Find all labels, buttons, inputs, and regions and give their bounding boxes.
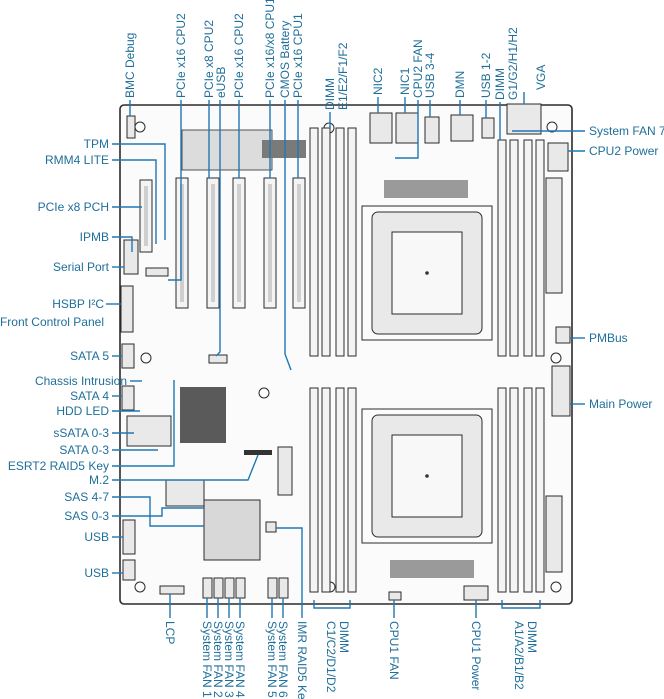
pcie-slots (139, 129, 306, 309)
label-usb-3-4: USB 3-4 (423, 52, 437, 98)
label-m2: M.2 (89, 473, 109, 487)
left-headers (120, 115, 228, 595)
chipset-area (165, 387, 293, 561)
label-dimm-g-slots: G1/G2/H1/H2 (506, 27, 520, 100)
label-dimm-c: DIMM (337, 621, 351, 653)
label-ipmb: IPMB (80, 230, 109, 244)
label-cpu1-fan: CPU1 FAN (387, 621, 401, 680)
label-nic2: NIC2 (371, 67, 385, 95)
label-rmm4-lite: RMM4 LITE (45, 153, 109, 167)
label-hsbp-i2c: HSBP I²C (52, 297, 104, 311)
fan-headers (202, 577, 489, 601)
label-vga: VGA (534, 65, 548, 90)
label-pcie-x16-cpu1: PCIe x16 CPU1 (291, 13, 305, 98)
label-serial-port: Serial Port (53, 260, 110, 274)
label-cpu1-power: CPU1 Power (469, 621, 483, 690)
cpu-sockets (361, 180, 493, 578)
label-lcp: LCP (163, 621, 177, 644)
label-system-fan-2: System FAN 2 (211, 621, 225, 698)
label-dimm-g: DIMM (493, 68, 507, 100)
label-cpu2-fan: CPU2 FAN (411, 39, 425, 98)
label-dimm-top: DIMM (323, 78, 337, 110)
leader-lines (106, 92, 585, 618)
label-pcie-x8-pch: PCIe x8 PCH (38, 200, 109, 214)
dimm-banks (309, 127, 545, 593)
label-dimm-a: DIMM (525, 621, 539, 653)
label-dimm-top-slots: E1/E2/F1/F2 (336, 42, 350, 110)
label-sata-5: SATA 5 (70, 349, 109, 363)
label-sata-0-3: SATA 0-3 (59, 443, 109, 457)
label-front-control-panel: Front Control Panel (0, 315, 104, 329)
label-system-fan-5: System FAN 5 (265, 621, 279, 698)
label-usb-internal-b: USB (84, 566, 109, 580)
label-cmos-battery: CMOS Battery (278, 21, 292, 98)
label-sas-4-7: SAS 4-7 (64, 490, 109, 504)
label-usb-1-2: USB 1-2 (479, 52, 493, 98)
label-dimm-c-slots: C1/C2/D1/D2 (324, 621, 338, 693)
label-pmbus: PMBus (589, 331, 628, 345)
label-system-fan-6: System FAN 6 (276, 621, 290, 698)
label-system-fan-3: System FAN 3 (222, 621, 236, 698)
label-ssata-0-3: sSATA 0-3 (53, 426, 109, 440)
label-usb-internal-a: USB (84, 530, 109, 544)
label-system-fan-7: System FAN 7 (589, 124, 664, 138)
label-system-fan-1: System FAN 1 (200, 621, 214, 698)
label-chassis-intrusion: Chassis Intrusion (35, 374, 127, 388)
label-hdd-led: HDD LED (56, 404, 109, 418)
label-dmn: DMN (453, 71, 467, 98)
label-main-power: Main Power (589, 397, 652, 411)
label-eusb: eUSB (214, 67, 228, 98)
label-system-fan-4: System FAN 4 (233, 621, 247, 698)
label-tpm: TPM (84, 137, 109, 151)
label-nic1: NIC1 (398, 67, 412, 95)
label-pcie-x16-cpu2-a: PCIe x16 CPU2 (174, 13, 188, 98)
label-bmc-debug: BMC Debug (123, 33, 137, 98)
label-sas-0-3: SAS 0-3 (64, 509, 109, 523)
label-cpu2-power: CPU2 Power (589, 144, 658, 158)
label-imr-raid5-key: IMR RAID5 Key (295, 621, 309, 699)
label-sata-4: SATA 4 (70, 389, 109, 403)
label-pcie-x16-x8-cpu1: PCIe x16/x8 CPU1 (263, 0, 277, 98)
label-pcie-x8-cpu2: PCIe x8 CPU2 (202, 20, 216, 98)
label-dimm-a-slots: A1/A2/B1/B2 (512, 621, 526, 690)
label-pcie-x16-cpu2-b: PCIe x16 CPU2 (232, 13, 246, 98)
rear-io-connectors (369, 103, 571, 573)
label-esrt2-raid5-key: ESRT2 RAID5 Key (8, 459, 109, 473)
